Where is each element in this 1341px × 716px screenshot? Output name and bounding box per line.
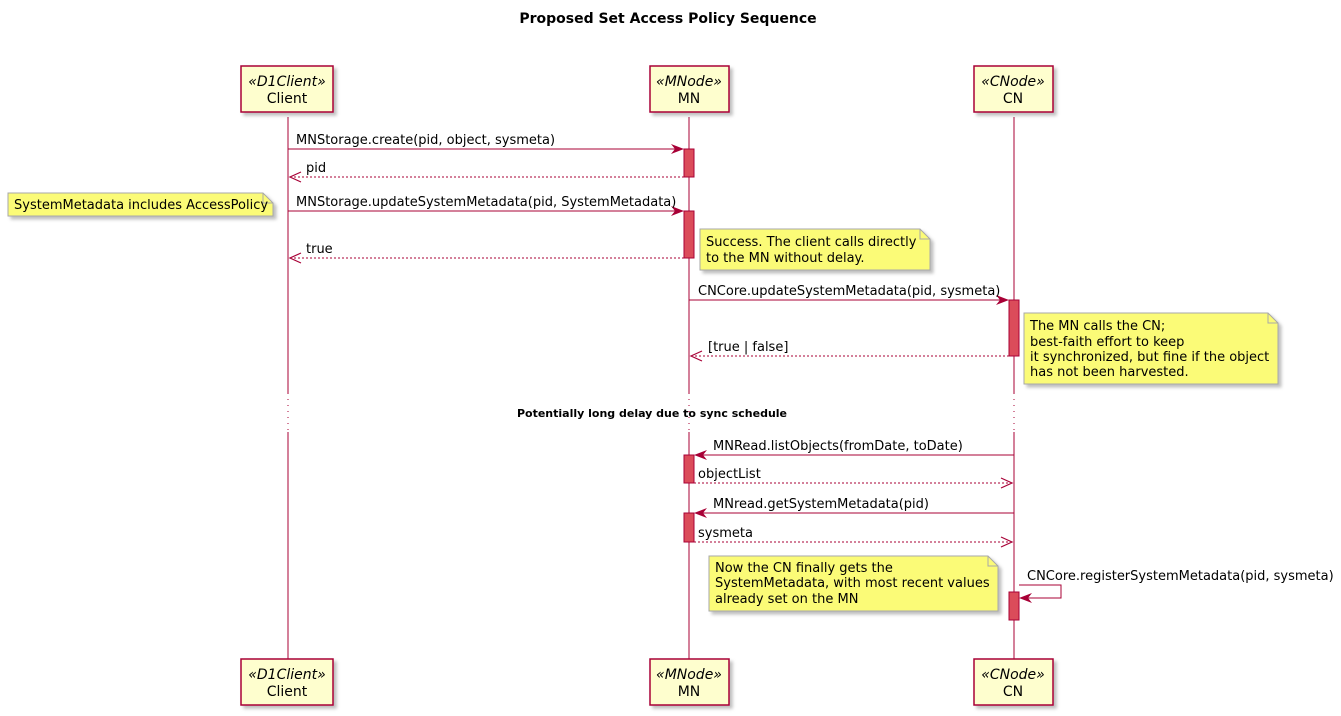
- self-message-line: [1019, 584, 1062, 599]
- participant-cn-top: «CNode» CN: [973, 65, 1054, 113]
- message-label: [true | false]: [708, 340, 788, 355]
- arrowhead: [996, 295, 1009, 305]
- participant-stereotype: «CNode»: [981, 667, 1045, 683]
- participant-stereotype: «D1Client»: [248, 74, 326, 90]
- arrowhead: [671, 206, 684, 216]
- participant-name: MN: [678, 684, 701, 700]
- arrowhead: [288, 252, 302, 264]
- participant-cn-bottom: «CNode» CN: [973, 658, 1054, 706]
- message-label: CNCore.updateSystemMetadata(pid, sysmeta…: [698, 284, 1000, 299]
- participant-stereotype: «CNode»: [981, 74, 1045, 90]
- note-mn-calls-cn: The MN calls the CN; best-faith effort t…: [1023, 312, 1279, 385]
- participant-box: [973, 65, 1054, 113]
- note-text-line: has not been harvested.: [1030, 365, 1189, 380]
- note-text-line: SystemMetadata, with most recent values: [715, 576, 990, 591]
- participant-box: [973, 658, 1054, 706]
- message-label: sysmeta: [698, 526, 753, 541]
- note-success: Success. The client calls directly to th…: [699, 228, 931, 271]
- activation-bar: [1008, 591, 1020, 621]
- arrowhead: [1019, 593, 1032, 603]
- arrowhead: [694, 450, 707, 460]
- note-text-line: SystemMetadata includes AccessPolicy: [14, 198, 268, 213]
- note-shape: [7, 192, 274, 217]
- note-shape: [1023, 312, 1279, 385]
- note-text-line: best-faith effort to keep: [1030, 335, 1184, 350]
- arrowhead: [671, 144, 684, 154]
- activations: [683, 148, 1020, 621]
- note-fold: [919, 229, 930, 240]
- activation-bar: [683, 210, 695, 259]
- arrowhead: [1000, 536, 1014, 548]
- message-create: MNStorage.create(pid, object, sysmeta): [288, 133, 684, 154]
- note-text-line: it synchronized, but fine if the object: [1030, 350, 1269, 365]
- note-text-line: Now the CN finally gets the: [715, 561, 893, 576]
- delay-divider-label: Potentially long delay due to sync sched…: [517, 407, 787, 420]
- message-label: MNRead.listObjects(fromDate, toDate): [713, 439, 963, 454]
- arrowhead: [288, 171, 302, 183]
- participant-name: Client: [267, 684, 308, 700]
- note-fold: [1267, 313, 1278, 324]
- participant-client-top: «D1Client» Client: [240, 65, 334, 113]
- participant-name: MN: [678, 91, 701, 107]
- message-label: MNStorage.updateSystemMetadata(pid, Syst…: [296, 195, 676, 210]
- activation-bar: [683, 512, 695, 543]
- note-shape: [699, 228, 931, 271]
- participant-client-bottom: «D1Client» Client: [240, 658, 334, 706]
- messages: MNStorage.create(pid, object, sysmeta) p…: [288, 133, 1334, 603]
- participant-box: [240, 65, 334, 113]
- arrowhead: [689, 350, 703, 362]
- arrowhead: [1000, 477, 1014, 489]
- participant-box: [649, 658, 730, 706]
- participant-box: [240, 658, 334, 706]
- message-register-sysmeta: CNCore.registerSystemMetadata(pid, sysme…: [1019, 569, 1334, 603]
- note-access-policy: SystemMetadata includes AccessPolicy: [7, 192, 274, 217]
- participant-stereotype: «D1Client»: [248, 667, 326, 683]
- message-list-objects: MNRead.listObjects(fromDate, toDate): [694, 439, 1014, 460]
- message-label: MNread.getSystemMetadata(pid): [713, 497, 929, 512]
- message-label: objectList: [698, 467, 761, 482]
- message-return-pid: pid: [288, 161, 684, 183]
- message-label: pid: [306, 161, 326, 176]
- activation-bar: [1008, 299, 1020, 357]
- diagram-title: Proposed Set Access Policy Sequence: [519, 11, 816, 27]
- message-label: CNCore.registerSystemMetadata(pid, sysme…: [1027, 569, 1334, 584]
- participant-name: CN: [1003, 91, 1023, 107]
- activation-bar: [683, 454, 695, 484]
- participant-mn-top: «MNode» MN: [649, 65, 730, 113]
- message-return-true: true: [288, 242, 684, 264]
- message-return-true-false: [true | false]: [689, 340, 1009, 362]
- note-fold: [987, 556, 998, 567]
- participant-stereotype: «MNode»: [656, 74, 722, 90]
- note-fold: [262, 193, 273, 204]
- note-text-line: The MN calls the CN;: [1029, 319, 1165, 334]
- message-update-sysmeta: MNStorage.updateSystemMetadata(pid, Syst…: [288, 195, 684, 216]
- note-cn-finally-gets: Now the CN finally gets the SystemMetada…: [708, 555, 999, 612]
- participant-stereotype: «MNode»: [656, 667, 722, 683]
- message-return-sysmeta: sysmeta: [694, 526, 1014, 548]
- message-label: MNStorage.create(pid, object, sysmeta): [296, 133, 555, 148]
- participant-mn-bottom: «MNode» MN: [649, 658, 730, 706]
- note-shape: [708, 555, 999, 612]
- message-cn-update: CNCore.updateSystemMetadata(pid, sysmeta…: [689, 284, 1009, 305]
- participant-box: [649, 65, 730, 113]
- message-label: true: [306, 242, 333, 257]
- message-get-sysmeta: MNread.getSystemMetadata(pid): [694, 497, 1014, 518]
- note-text-line: already set on the MN: [715, 592, 858, 607]
- arrowhead: [694, 508, 707, 518]
- note-text-line: Success. The client calls directly: [706, 235, 917, 250]
- participant-name: CN: [1003, 684, 1023, 700]
- participant-name: Client: [267, 91, 308, 107]
- note-text-line: to the MN without delay.: [706, 251, 865, 266]
- activation-bar: [683, 148, 695, 178]
- message-return-object-list: objectList: [694, 467, 1014, 489]
